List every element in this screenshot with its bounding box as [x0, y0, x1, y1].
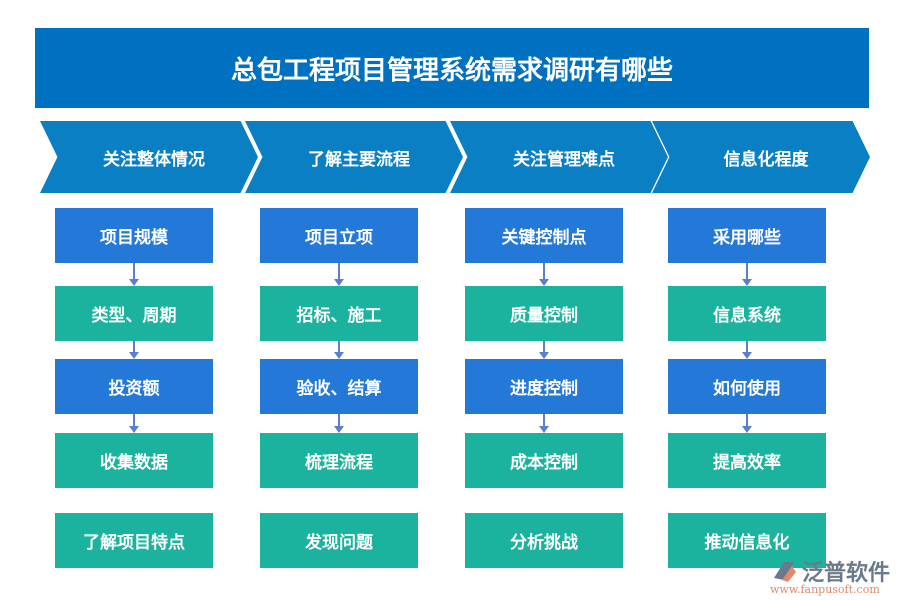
arrow-down-icon — [334, 341, 344, 359]
logo-icon — [774, 562, 796, 582]
step-box: 推动信息化 — [668, 513, 826, 568]
step-box: 招标、施工 — [260, 286, 418, 341]
logo-name: 泛普软件 — [802, 561, 891, 586]
step-box: 信息系统 — [668, 286, 826, 341]
step-box: 验收、结算 — [260, 359, 418, 414]
column-header-3: 关注管理难点 — [450, 121, 668, 193]
step-box: 了解项目特点 — [55, 513, 213, 568]
column-header-1: 关注整体情况 — [40, 121, 258, 193]
step-box: 项目规模 — [55, 208, 213, 263]
step-box: 分析挑战 — [465, 513, 623, 568]
step-box: 收集数据 — [55, 433, 213, 488]
step-box: 进度控制 — [465, 359, 623, 414]
arrow-down-icon — [129, 414, 139, 433]
step-box: 提高效率 — [668, 433, 826, 488]
step-box: 发现问题 — [260, 513, 418, 568]
column-header-label: 关注管理难点 — [513, 149, 615, 170]
step-box: 采用哪些 — [668, 208, 826, 263]
logo-url: www.fanpusoft.com — [770, 583, 880, 596]
arrow-down-icon — [742, 414, 752, 433]
column-header-2: 了解主要流程 — [245, 121, 463, 193]
watermark-logo: 泛普软件 www.fanpusoft.com — [770, 555, 891, 596]
column-header-label: 信息化程度 — [723, 149, 809, 170]
column-header-label: 了解主要流程 — [308, 149, 410, 170]
step-box: 关键控制点 — [465, 208, 623, 263]
column-header-4: 信息化程度 — [652, 121, 870, 193]
arrow-down-icon — [539, 263, 549, 286]
step-box: 梳理流程 — [260, 433, 418, 488]
column-header-label: 关注整体情况 — [103, 149, 205, 170]
arrow-down-icon — [129, 263, 139, 286]
arrow-down-icon — [129, 341, 139, 359]
step-box: 质量控制 — [465, 286, 623, 341]
step-box: 如何使用 — [668, 359, 826, 414]
arrow-down-icon — [742, 341, 752, 359]
page-title: 总包工程项目管理系统需求调研有哪些 — [35, 28, 869, 108]
step-box: 投资额 — [55, 359, 213, 414]
arrow-down-icon — [334, 414, 344, 433]
arrow-down-icon — [742, 263, 752, 286]
step-box: 项目立项 — [260, 208, 418, 263]
arrow-down-icon — [539, 414, 549, 433]
arrow-down-icon — [539, 341, 549, 359]
step-box: 成本控制 — [465, 433, 623, 488]
step-box: 类型、周期 — [55, 286, 213, 341]
arrow-down-icon — [334, 263, 344, 286]
